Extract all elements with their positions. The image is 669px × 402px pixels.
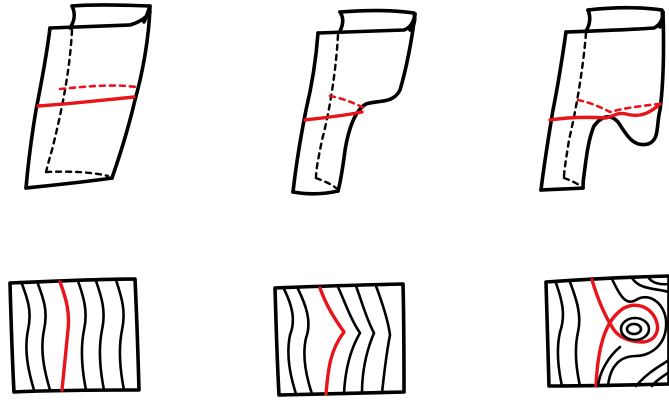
sheet-1-bottom-edge	[26, 178, 112, 188]
sheet-2-back-section-curve	[330, 96, 364, 108]
sheet-3-front-section-curve	[550, 104, 660, 120]
sheet-panel-3	[541, 8, 664, 190]
contour-2-line-e	[376, 286, 390, 393]
contour-3-island-inner	[627, 324, 641, 334]
sheet-3-back-edge	[586, 10, 590, 31]
sheet-3-top-fold	[588, 8, 662, 27]
sheet-2-top-edge	[318, 14, 415, 33]
sheet-3-back-section-curve	[578, 100, 658, 112]
sheet-3-hidden-edge	[564, 33, 586, 178]
sheet-3-top-edge	[566, 12, 663, 32]
sheet-2-hidden-edge	[316, 35, 338, 178]
sheet-2-back-edge	[340, 12, 343, 31]
sheet-1-right-edge	[112, 6, 150, 178]
contour-3-island-outer	[621, 318, 649, 340]
sheet-3-hidden-bottom	[564, 178, 581, 186]
sheet-panel-2	[293, 11, 415, 194]
contour-1-line-a	[22, 284, 34, 390]
sheet-3-right-edge	[583, 12, 664, 188]
contour-panel-3	[546, 276, 669, 386]
contour-2-line-b	[298, 289, 312, 394]
contour-panel-1	[10, 279, 139, 392]
contour-2-line-d	[356, 286, 374, 393]
sheet-2-bottom-edge	[293, 191, 338, 194]
contour-2-line-c	[338, 287, 360, 394]
contour-2-line-a	[284, 289, 296, 394]
contour-1-line-c	[78, 281, 86, 390]
sheet-3-left-edge	[541, 32, 566, 190]
sheet-1-front-section-curve	[38, 97, 134, 106]
sheet-1-back-edge	[70, 6, 74, 28]
sheet-2-hidden-bottom	[316, 178, 336, 188]
sheet-1-top-fold	[72, 5, 150, 22]
sheet-1-hidden-bottom	[46, 172, 108, 176]
contour-3-line-b	[570, 282, 580, 386]
contour-1-line-d	[96, 281, 104, 390]
sheet-3-bottom-edge	[541, 188, 583, 190]
contour-1-line-e	[116, 280, 124, 390]
contour-2-red-line	[320, 288, 344, 394]
sheet-panel-1	[26, 5, 150, 188]
contour-panel-2	[275, 284, 404, 395]
sheet-1-back-section-curve	[60, 86, 136, 89]
contour-3-line-a	[556, 283, 563, 386]
sheet-1-hidden-edge	[46, 30, 72, 172]
sheet-1-top-edge	[50, 12, 150, 28]
contour-1-line-b	[38, 284, 50, 390]
sheet-1-left-edge	[26, 28, 50, 188]
sheet-2-left-edge	[293, 33, 318, 192]
contour-3-line-g	[636, 360, 669, 386]
contour-1-red-line	[60, 282, 69, 390]
sheet-2-top-fold	[340, 11, 415, 30]
